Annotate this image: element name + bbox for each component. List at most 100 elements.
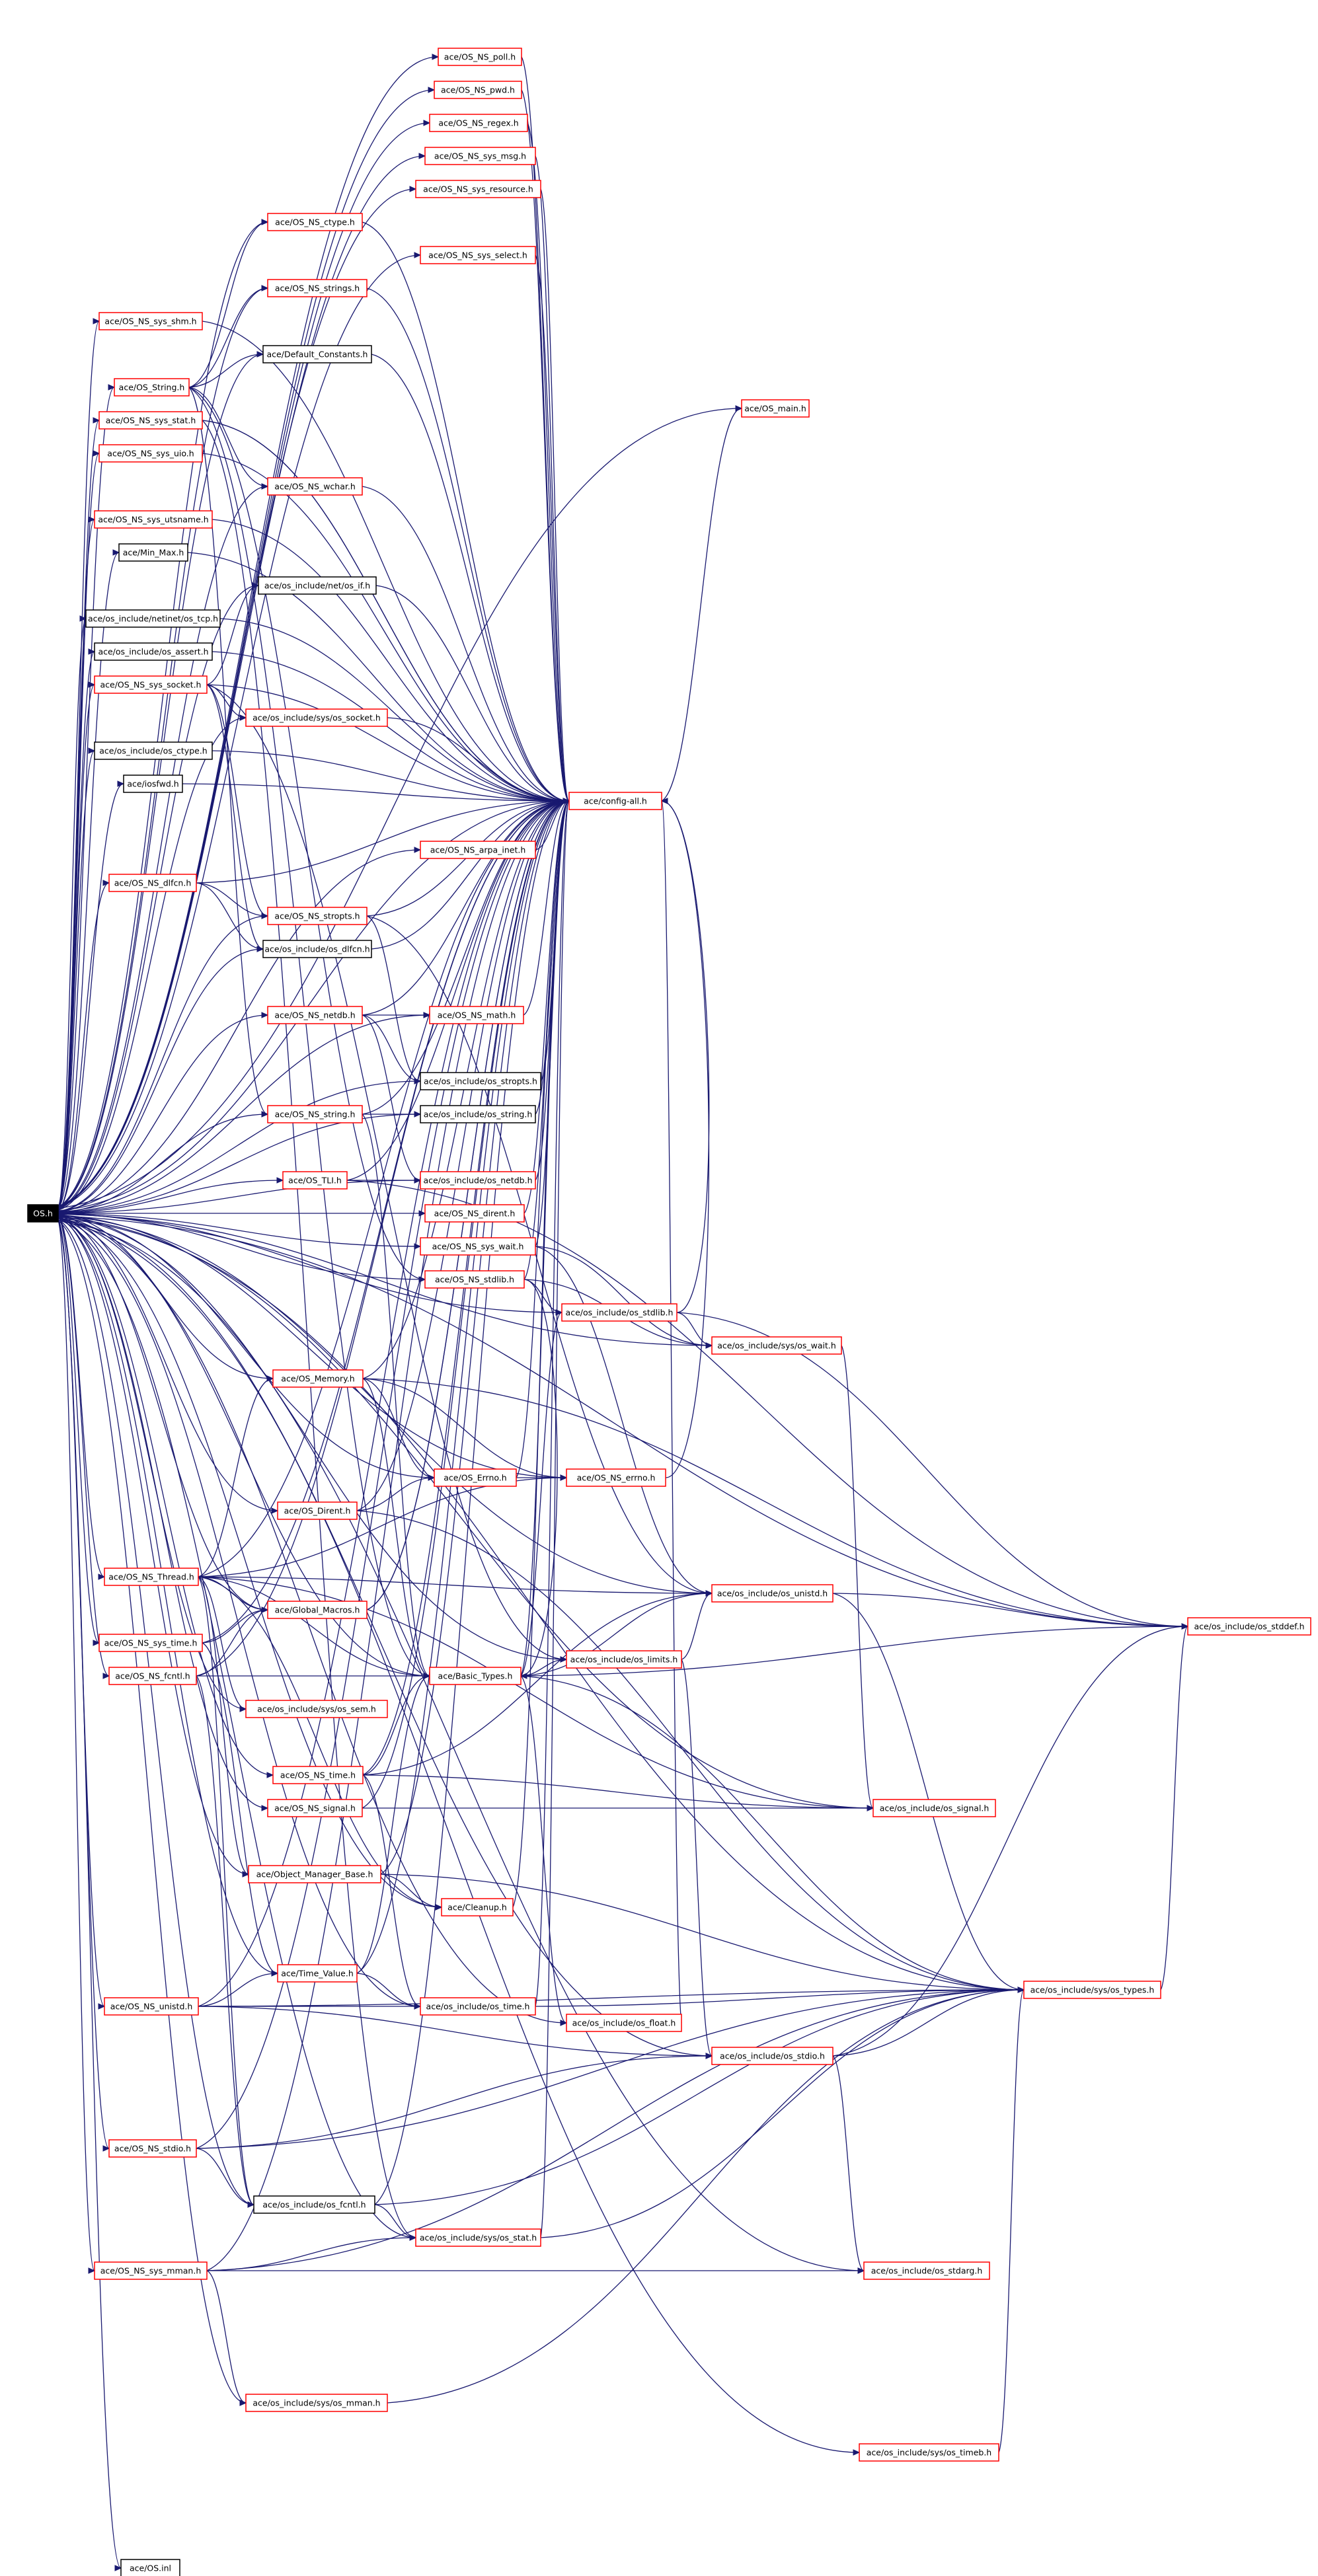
node-sysmsgh[interactable]: ace/OS_NS_sys_msg.h: [424, 147, 536, 165]
dependency-edge: [540, 1989, 1025, 2238]
node-ctypeh[interactable]: ace/OS_NS_ctype.h: [267, 213, 363, 231]
node-regexh[interactable]: ace/OS_NS_regex.h: [429, 114, 528, 132]
node-box: [85, 609, 221, 628]
node-sysmmanh[interactable]: ace/OS_NS_sys_mman.h: [94, 2261, 208, 2280]
dependency-edge: [198, 800, 570, 2007]
node-direnth[interactable]: ace/OS_NS_dirent.h: [424, 1204, 525, 1223]
node-netdbh[interactable]: ace/OS_NS_netdb.h: [267, 1006, 363, 1024]
node-label: ace/os_include/os_stdlib.h: [566, 1308, 674, 1318]
node-fcntlh[interactable]: ace/OS_NS_fcntl.h: [108, 1667, 197, 1685]
node-osnetdbh[interactable]: ace/os_include/os_netdb.h: [420, 1171, 536, 1190]
node-osctypeh[interactable]: ace/os_include/os_ctype.h: [94, 741, 213, 760]
node-arpah[interactable]: ace/OS_NS_arpa_inet.h: [420, 841, 536, 859]
node-syssockh[interactable]: ace/OS_NS_sys_socket.h: [94, 675, 208, 694]
node-floath[interactable]: ace/os_include/os_float.h: [566, 2014, 682, 2032]
node-stdlibh[interactable]: ace/OS_NS_stdlib.h: [424, 1270, 525, 1289]
edge-arrowhead: [857, 2267, 865, 2274]
dependency-edge: [196, 882, 268, 917]
node-box: [94, 741, 213, 760]
node-sysshmh[interactable]: ace/OS_NS_sys_shm.h: [98, 312, 203, 330]
node-signalh[interactable]: ace/os_include/os_signal.h: [872, 1799, 996, 1817]
node-oshroot[interactable]: OS.h: [27, 1204, 59, 1223]
node-mathh[interactable]: ace/OS_NS_math.h: [429, 1006, 524, 1024]
node-pwdh[interactable]: ace/OS_NS_pwd.h: [434, 81, 522, 99]
node-box: [267, 907, 368, 925]
node-timevalh[interactable]: ace/Time_Value.h: [277, 1964, 358, 1983]
node-ostimeh[interactable]: ace/os_include/os_time.h: [420, 1997, 536, 2016]
node-stdargh[interactable]: ace/os_include/os_stdarg.h: [863, 2261, 990, 2280]
node-oswaith[interactable]: ace/os_include/sys/os_wait.h: [711, 1336, 842, 1355]
node-osdirenth[interactable]: ace/OS_Dirent.h: [277, 1501, 358, 1520]
dependency-edge: [362, 1593, 713, 1776]
node-objmgrh[interactable]: ace/Object_Manager_Base.h: [248, 1865, 381, 1883]
dependency-edge: [58, 1114, 268, 1213]
edge-arrowhead: [423, 1673, 431, 1679]
node-tcph[interactable]: ace/os_include/netinet/os_tcp.h: [85, 609, 221, 628]
node-asserth[interactable]: ace/os_include/os_assert.h: [94, 642, 213, 661]
node-nssignalh[interactable]: ace/OS_NS_signal.h: [267, 1799, 363, 1817]
node-label: ace/os_include/os_netdb.h: [423, 1176, 532, 1186]
dependency-edge: [58, 750, 95, 1211]
node-iosfwdh[interactable]: ace/iosfwd.h: [123, 775, 183, 793]
node-stringsh[interactable]: ace/OS_NS_strings.h: [267, 279, 368, 297]
node-osinl[interactable]: ace/OS.inl: [120, 2559, 180, 2576]
node-label: ace/os_include/os_ctype.h: [99, 746, 207, 756]
node-nsstringh[interactable]: ace/OS_NS_string.h: [267, 1105, 363, 1123]
node-typesh[interactable]: ace/os_include/sys/os_types.h: [1023, 1981, 1161, 1999]
node-box: [245, 1700, 388, 1718]
node-label: ace/OS_String.h: [119, 383, 185, 393]
node-stddefh[interactable]: ace/os_include/os_stddef.h: [1187, 1617, 1311, 1636]
dependency-edge: [362, 800, 570, 1016]
node-memoryh[interactable]: ace/OS_Memory.h: [272, 1369, 364, 1388]
node-pollh[interactable]: ace/OS_NS_poll.h: [438, 48, 522, 66]
node-nstimeh[interactable]: ace/OS_NS_time.h: [272, 1766, 364, 1784]
node-box: [253, 2195, 375, 2214]
node-wcharh[interactable]: ace/OS_NS_wchar.h: [267, 477, 363, 496]
node-osstdlibh[interactable]: ace/os_include/os_stdlib.h: [561, 1303, 678, 1322]
node-netifh[interactable]: ace/os_include/net/os_if.h: [258, 576, 377, 595]
node-osstroptsh[interactable]: ace/os_include/os_stropts.h: [420, 1072, 541, 1090]
node-stdioh[interactable]: ace/OS_NS_stdio.h: [108, 2139, 197, 2158]
node-osstrh[interactable]: ace/os_include/os_string.h: [420, 1105, 536, 1123]
node-box: [424, 1204, 525, 1223]
node-box: [282, 1171, 348, 1190]
node-globalh[interactable]: ace/Global_Macros.h: [267, 1601, 368, 1619]
node-osstdioh[interactable]: ace/os_include/os_stdio.h: [711, 2047, 833, 2065]
node-syswaith[interactable]: ace/OS_NS_sys_wait.h: [420, 1237, 536, 1256]
node-sysuioh[interactable]: ace/OS_NS_sys_uio.h: [98, 444, 203, 463]
node-sysresh[interactable]: ace/OS_NS_sys_resource.h: [415, 180, 541, 198]
node-osmmanh[interactable]: ace/os_include/sys/os_mman.h: [245, 2394, 388, 2412]
node-box: [108, 874, 197, 892]
node-osmainh[interactable]: ace/OS_main.h: [741, 399, 810, 418]
node-ostlih[interactable]: ace/OS_TLI.h: [282, 1171, 348, 1190]
node-timebh[interactable]: ace/os_include/sys/os_timeb.h: [859, 2443, 999, 2462]
node-osstringh[interactable]: ace/OS_String.h: [114, 378, 190, 397]
node-dlfcnh[interactable]: ace/OS_NS_dlfcn.h: [108, 874, 197, 892]
node-stroptsh[interactable]: ace/OS_NS_stropts.h: [267, 907, 368, 925]
dependency-edge: [198, 1576, 430, 1677]
node-sockh[interactable]: ace/os_include/sys/os_socket.h: [245, 708, 388, 727]
node-systimeh[interactable]: ace/OS_NS_sys_time.h: [98, 1634, 203, 1652]
node-errnoh[interactable]: ace/OS_Errno.h: [434, 1468, 517, 1487]
dependency-edge: [198, 1576, 442, 1908]
node-minmaxh[interactable]: ace/Min_Max.h: [118, 543, 188, 562]
node-cleanuph[interactable]: ace/Cleanup.h: [441, 1898, 514, 1916]
node-semh[interactable]: ace/os_include/sys/os_sem.h: [245, 1700, 388, 1718]
node-nserrnoh[interactable]: ace/OS_NS_errno.h: [566, 1468, 666, 1487]
edge-arrowhead: [88, 747, 96, 754]
node-basich[interactable]: ace/Basic_Types.h: [429, 1667, 522, 1685]
node-osunistdh[interactable]: ace/os_include/os_unistd.h: [711, 1584, 833, 1603]
node-osdlfcnh[interactable]: ace/os_include/os_dlfcn.h: [262, 940, 372, 958]
node-osfcntlh[interactable]: ace/os_include/os_fcntl.h: [253, 2195, 375, 2214]
node-label: OS.h: [33, 1209, 53, 1219]
node-defconsth[interactable]: ace/Default_Constants.h: [262, 345, 372, 363]
node-osstath[interactable]: ace/os_include/sys/os_stat.h: [415, 2228, 541, 2247]
dependency-edge: [523, 800, 570, 1016]
node-limitsh[interactable]: ace/os_include/os_limits.h: [566, 1650, 682, 1669]
node-unistdh[interactable]: ace/OS_NS_unistd.h: [104, 1997, 199, 2016]
node-configh[interactable]: ace/config-all.h: [568, 792, 662, 810]
node-sysselh[interactable]: ace/OS_NS_sys_select.h: [420, 246, 536, 264]
node-threadh[interactable]: ace/OS_NS_Thread.h: [104, 1568, 199, 1586]
node-sysutsh[interactable]: ace/OS_NS_sys_utsname.h: [94, 510, 213, 529]
node-sysstath[interactable]: ace/OS_NS_sys_stat.h: [98, 411, 203, 430]
